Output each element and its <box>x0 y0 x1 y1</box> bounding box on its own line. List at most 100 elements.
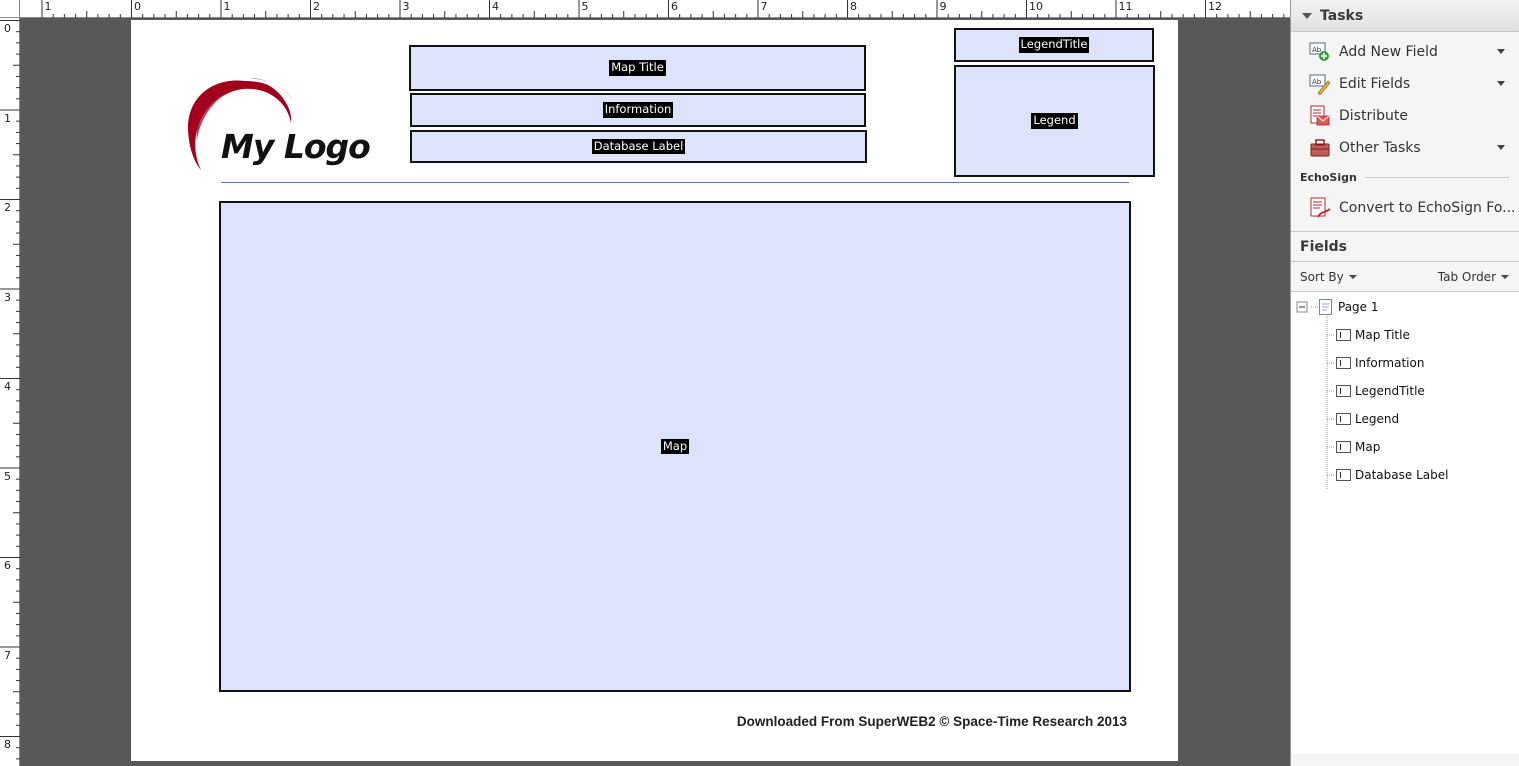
ruler-number: 10 <box>1029 0 1043 13</box>
chevron-down-icon[interactable] <box>1497 49 1505 54</box>
ruler-number: 8 <box>850 0 857 13</box>
echosign-section: EchoSign <box>1291 164 1519 190</box>
tree-node-label: Map <box>1355 440 1381 454</box>
sort-by-dropdown[interactable]: Sort By <box>1300 270 1357 284</box>
add-field-icon: Ab <box>1309 41 1331 63</box>
text-field-icon <box>1336 469 1351 481</box>
edit-fields-icon: Ab <box>1309 73 1331 95</box>
ruler-number: 6 <box>4 559 11 572</box>
tree-node-page-1[interactable]: Page 1 <box>1318 296 1379 318</box>
legend-field[interactable]: Legend <box>954 65 1155 177</box>
tree-node-label: LegendTitle <box>1355 384 1425 398</box>
svg-text:Ab: Ab <box>1312 46 1322 54</box>
ruler-corner <box>0 0 20 18</box>
field-name-tag: Information <box>602 102 674 118</box>
ruler-number: 7 <box>4 648 11 662</box>
tree-node-legendtitle[interactable]: LegendTitle <box>1336 380 1425 402</box>
text-field-icon <box>1336 329 1351 341</box>
task-label: Distribute <box>1339 108 1408 124</box>
text-field-icon <box>1336 357 1351 369</box>
logo-swoosh-icon <box>187 78 293 170</box>
echosign-convert-icon <box>1309 197 1331 219</box>
chevron-down-icon[interactable] <box>1497 145 1505 150</box>
add-new-field-button[interactable]: Ab Add New Field <box>1291 36 1519 68</box>
ruler-number: 1 <box>223 0 231 13</box>
tree-node-label: Legend <box>1355 412 1400 426</box>
tab-order-dropdown[interactable]: Tab Order <box>1438 270 1509 284</box>
chevron-down-icon <box>1501 274 1509 279</box>
tree-connector-lines <box>1296 301 1335 489</box>
tree-node-label: Database Label <box>1355 468 1449 482</box>
tree-node-information[interactable]: Information <box>1336 352 1424 374</box>
vertical-ruler-ticks <box>0 20 20 760</box>
tree-node-label: Page 1 <box>1338 300 1379 314</box>
tree-node-map-title[interactable]: Map Title <box>1336 324 1410 346</box>
ruler-number: 9 <box>939 0 947 13</box>
text-field-icon <box>1336 385 1351 397</box>
chevron-down-icon <box>1348 274 1357 279</box>
svg-text:Ab: Ab <box>1312 78 1322 86</box>
map-field[interactable]: Map <box>219 201 1131 692</box>
other-tasks-button[interactable]: Other Tasks <box>1291 132 1519 164</box>
section-divider <box>1364 176 1509 178</box>
toolbox-icon <box>1309 137 1331 159</box>
task-label: Convert to EchoSign Fo... <box>1339 200 1516 216</box>
horizontal-ruler-ticks <box>41 0 1285 18</box>
distribute-button[interactable]: Distribute <box>1291 100 1519 132</box>
edit-fields-button[interactable]: Ab Edit Fields <box>1291 68 1519 100</box>
tree-node-label: Information <box>1355 356 1425 370</box>
database-label-field[interactable]: Database Label <box>410 130 867 163</box>
logo-text: My Logo <box>221 127 371 166</box>
chevron-down-icon[interactable] <box>1497 81 1505 86</box>
fields-title: Fields <box>1300 238 1348 255</box>
ruler-number: 0 <box>4 22 11 35</box>
ruler-number: 12 <box>1208 0 1222 13</box>
ruler-number: 4 <box>492 0 499 13</box>
field-name-tag: Map <box>660 438 690 455</box>
tab-order-label: Tab Order <box>1437 269 1496 284</box>
ruler-number: 0 <box>134 0 141 13</box>
ruler-number: 3 <box>4 290 11 304</box>
ruler-number: 7 <box>760 0 768 13</box>
tools-pane: Tasks Ab Add New Field Ab Edit Fields Di… <box>1290 0 1519 766</box>
task-label: Other Tasks <box>1339 140 1421 156</box>
ruler-number: 2 <box>4 201 11 214</box>
tree-node-legend[interactable]: Legend <box>1336 408 1399 430</box>
map-title-field[interactable]: Map Title <box>409 45 866 91</box>
tasks-header[interactable]: Tasks <box>1291 0 1519 32</box>
footer-credit: Downloaded From SuperWEB2 © Space-Time R… <box>736 714 1127 729</box>
echosign-label: EchoSign <box>1300 170 1357 184</box>
logo: My Logo <box>183 75 398 175</box>
ruler-number: 1 <box>44 0 52 13</box>
legend-title-field[interactable]: LegendTitle <box>954 28 1154 62</box>
ruler-number: 3 <box>402 0 410 13</box>
ruler-number: 11 <box>1118 0 1133 13</box>
field-name-tag: Legend <box>1031 113 1078 129</box>
ruler-number: 1 <box>4 111 11 125</box>
ruler-number: 5 <box>581 0 589 13</box>
fields-sort-bar: Sort By Tab Order <box>1291 262 1519 292</box>
task-label: Add New Field <box>1339 44 1438 60</box>
convert-to-echosign-button[interactable]: Convert to EchoSign Fo... <box>1291 190 1519 226</box>
fields-tree: Page 1 Map Title Information LegendTitle… <box>1291 292 1519 754</box>
tree-node-map[interactable]: Map <box>1336 436 1380 458</box>
field-name-tag: Map Title <box>609 60 666 76</box>
text-field-icon <box>1336 441 1351 453</box>
page-icon <box>1319 299 1332 315</box>
distribute-icon <box>1309 105 1331 127</box>
field-name-tag: Database Label <box>591 138 686 155</box>
tasks-title: Tasks <box>1320 7 1364 24</box>
pdf-page: My Logo Map Title Information Database L… <box>131 20 1178 761</box>
task-label: Edit Fields <box>1339 76 1411 92</box>
ruler-number: 6 <box>671 0 678 13</box>
collapse-triangle-icon <box>1302 12 1312 19</box>
ruler-number: 8 <box>4 738 11 751</box>
tree-node-database-label[interactable]: Database Label <box>1336 464 1448 486</box>
tree-node-label: Map Title <box>1355 328 1410 342</box>
field-name-tag: LegendTitle <box>1018 37 1090 53</box>
header-divider <box>221 182 1129 183</box>
information-field[interactable]: Information <box>410 93 866 127</box>
sort-by-label: Sort By <box>1300 269 1344 284</box>
